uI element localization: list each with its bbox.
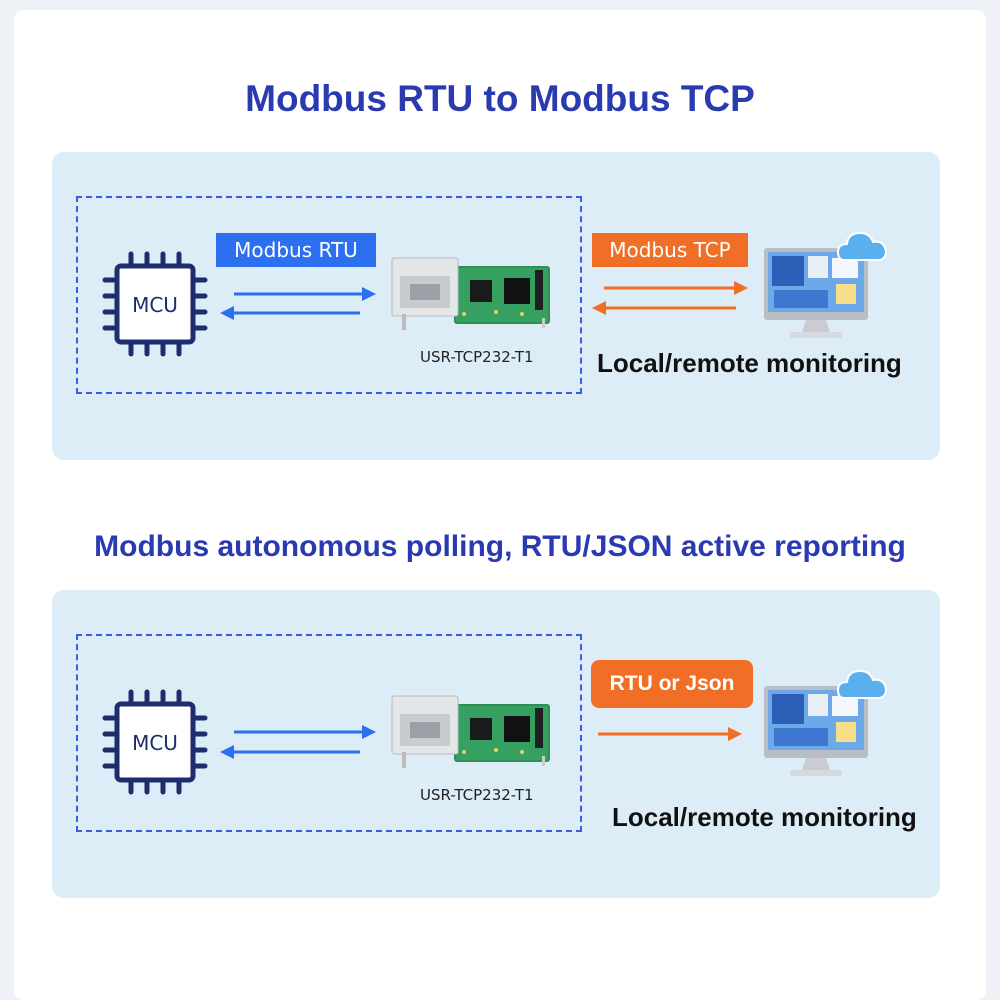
section1-tcp-arrows <box>592 281 748 315</box>
section1-caption: Local/remote monitoring <box>597 348 902 378</box>
section2-device-boundary <box>76 634 582 832</box>
section1-device-boundary <box>76 196 582 394</box>
section2-device-model: USR-TCP232-T1 <box>420 786 534 804</box>
section1-cloud-icon <box>837 232 887 261</box>
section2-title: Modbus autonomous polling, RTU/JSON acti… <box>94 530 906 563</box>
section1-serial-server-module-icon <box>391 257 551 331</box>
section2-caption: Local/remote monitoring <box>612 802 917 832</box>
section1-monitor-computer-icon <box>764 248 868 338</box>
section2-rtu-or-json-tag: RTU or Json <box>591 660 753 708</box>
section1-device-model: USR-TCP232-T1 <box>420 348 534 366</box>
section2-cloud-icon <box>837 670 887 699</box>
section2-monitor-computer-icon <box>764 686 868 776</box>
section2-rtu-arrows <box>220 725 376 759</box>
section1-rtu-arrows <box>220 287 376 320</box>
section2-report-arrow <box>598 727 742 741</box>
section2-mcu-label: MCU <box>132 731 178 755</box>
section1-modbus-tcp-tag: Modbus TCP <box>592 233 748 267</box>
section1-mcu-label: MCU <box>132 293 178 317</box>
section1-title: Modbus RTU to Modbus TCP <box>245 78 755 119</box>
section2-serial-server-module-icon <box>391 695 551 769</box>
section1-modbus-rtu-tag: Modbus RTU <box>216 233 376 267</box>
